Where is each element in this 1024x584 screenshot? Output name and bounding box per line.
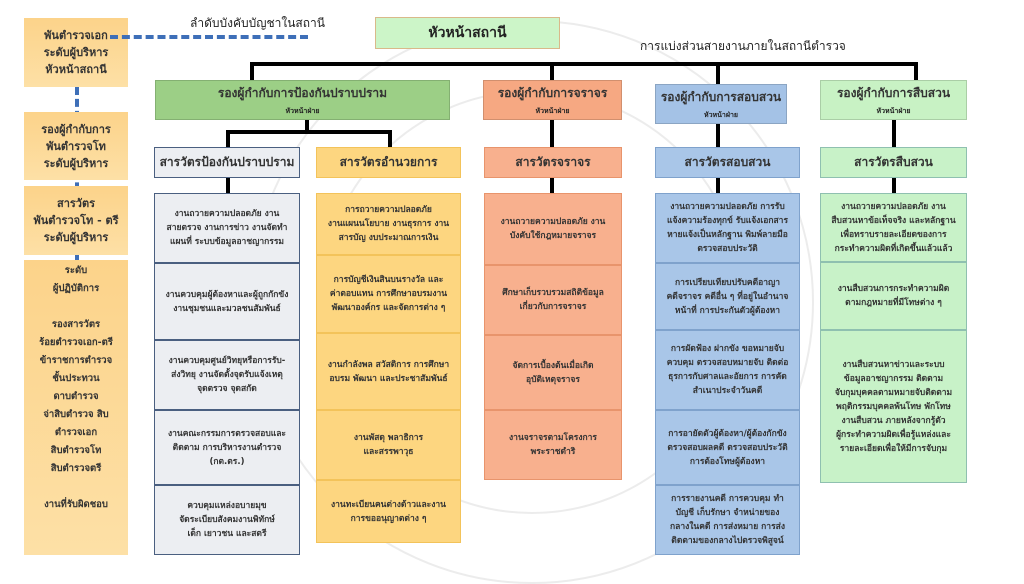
duty-item-inquiry: งานสืบสวนหาข่าวและระบบ ข้อมูลอาชญากรรม ต…: [820, 330, 967, 483]
duty-item-investigation: การเปรียบเทียบปรับคดีอาญา คดีจราจร คดีอื…: [655, 263, 800, 330]
connector: [226, 130, 392, 134]
duty-item-suppression: ควบคุมแหล่งอบายมุข จัดระเบียบสังคมงานพิท…: [154, 485, 300, 555]
connector: [250, 62, 254, 80]
deputy-subtitle: หัวหน้าฝ่าย: [703, 110, 738, 119]
deputy-title: รองผู้กำกับการสอบสวน: [660, 89, 782, 104]
level-inspector: สารวัตร พันตำรวจโท - ตรี ระดับผู้บริหาร: [24, 186, 128, 255]
duty-item-traffic: ศึกษาเก็บรวบรวมสถิติข้อมูล เกี่ยวกับการจ…: [484, 265, 622, 335]
duty-item-traffic: งานจราจรตามโครงการ พระราชดำริ: [484, 410, 622, 480]
inspector-box-investigation: สารวัตรสอบสวน: [655, 147, 800, 178]
station-chief-box: หัวหน้าสถานี: [375, 17, 560, 49]
connector: [892, 120, 896, 147]
connector: [716, 178, 720, 193]
inspector-box-traffic: สารวัตรจราจร: [484, 147, 622, 178]
deputy-subtitle: หัวหน้าฝ่าย: [876, 106, 911, 115]
connector: [550, 178, 554, 193]
duty-item-investigation: การผัดฟ้อง ฝากขัง ขอหมายจับ ควบคุม ตรวจส…: [655, 330, 800, 410]
connector: [226, 130, 230, 147]
duty-item-administration: งานพัสดุ พลาธิการ และสรรพาวุธ: [316, 410, 461, 480]
chain-label: ลำดับบังคับบัญชาในสถานี: [190, 16, 325, 30]
level-operator: ระดับ ผู้ปฏิบัติการ รองสารวัตร ร้อยตำรวจ…: [24, 260, 128, 555]
duty-item-traffic: จัดการเบื้องต้นเมื่อเกิด อุบัติเหตุจราจร: [484, 335, 622, 410]
inspector-box-administration: สารวัตรอำนวยการ: [316, 147, 461, 178]
deputy-title: รองผู้กำกับการจราจร: [497, 85, 608, 100]
deputy-subtitle: หัวหน้าฝ่าย: [535, 106, 570, 115]
duty-item-investigation: การรายงานคดี การควบคุม ทำ บัญชี เก็บรักษ…: [655, 485, 800, 555]
deputy-title: รองผู้กำกับการสืบสวน: [836, 85, 951, 100]
duty-item-traffic: งานถวายความปลอดภัย งาน บังคับใช้กฎหมายจร…: [484, 193, 622, 265]
level-superintendent: พันตำรวจเอก ระดับผู้บริหาร หัวหน้าสถานี: [24, 18, 128, 87]
inspector-box-suppression: สารวัตรป้องกันปราบปราม: [154, 147, 300, 178]
duty-item-administration: การบัญชีเงินสินบนรางวัล และ ค่าตอบแทน กา…: [316, 255, 461, 333]
connector: [914, 62, 918, 80]
deputy-subtitle: หัวหน้าฝ่าย: [285, 106, 320, 115]
connector: [716, 62, 720, 84]
duty-item-administration: งานทะเบียนคนต่างด้าวและงาน การขออนุญาตต่…: [316, 480, 461, 543]
deputy-title: รองผู้กำกับการป้องกันปราบปราม: [217, 85, 388, 100]
inspector-box-inquiry: สารวัตรสืบสวน: [820, 147, 967, 178]
connector: [716, 120, 720, 147]
connector: [226, 178, 230, 193]
connector: [892, 178, 896, 193]
connector: [250, 62, 918, 66]
duty-item-suppression: งานควบคุมศูนย์วิทยุหรือการรับ- ส่งวิทยุ …: [154, 340, 300, 410]
duty-item-administration: การถวายความปลอดภัย งานแผนนโยบาย งานธุรกา…: [316, 193, 461, 255]
duty-item-investigation: การอายัดตัวผู้ต้องหา/ผู้ต้องกักขัง ตรวจส…: [655, 410, 800, 485]
deputy-box-inquiry: รองผู้กำกับการสืบสวนหัวหน้าฝ่าย: [820, 80, 967, 120]
diagram-subtitle: การแบ่งส่วนสายงานภายในสถานีตำรวจ: [640, 39, 846, 53]
duty-item-investigation: งานถวายความปลอดภัย การรับ แจ้งความร้องทุ…: [655, 193, 800, 263]
duty-item-inquiry: งานสืบสวนการกระทำความผิด ตามกฎหมายที่มีโ…: [820, 262, 967, 330]
deputy-box-traffic: รองผู้กำกับการจราจรหัวหน้าฝ่าย: [483, 80, 622, 120]
duty-item-administration: งานกำลังพล สวัสดิการ การศึกษา อบรม พัฒนา…: [316, 333, 461, 410]
connector: [550, 120, 554, 147]
deputy-box-investigation: รองผู้กำกับการสอบสวนหัวหน้าฝ่าย: [655, 84, 787, 124]
connector: [550, 62, 554, 80]
duty-item-suppression: งานควบคุมผู้ต้องหาและผู้ถูกกักขัง งานชุม…: [154, 263, 300, 340]
connector: [305, 120, 309, 132]
connector: [388, 130, 392, 147]
level-deputy: รองผู้กำกับการ พันตำรวจโท ระดับผู้บริหาร: [24, 112, 128, 180]
duty-item-suppression: งานคณะกรรมการตรวจสอบและ ติดตาม การบริหาร…: [154, 410, 300, 485]
duty-item-inquiry: งานถวายความปลอดภัย งาน สืบสวนหาข้อเท็จจร…: [820, 193, 967, 262]
chain-dashed-line: [110, 35, 308, 39]
deputy-box-suppression: รองผู้กำกับการป้องกันปราบปรามหัวหน้าฝ่าย: [155, 80, 450, 120]
duty-item-suppression: งานถวายความปลอดภัย งาน สายตรวจ งานการข่า…: [154, 193, 300, 263]
